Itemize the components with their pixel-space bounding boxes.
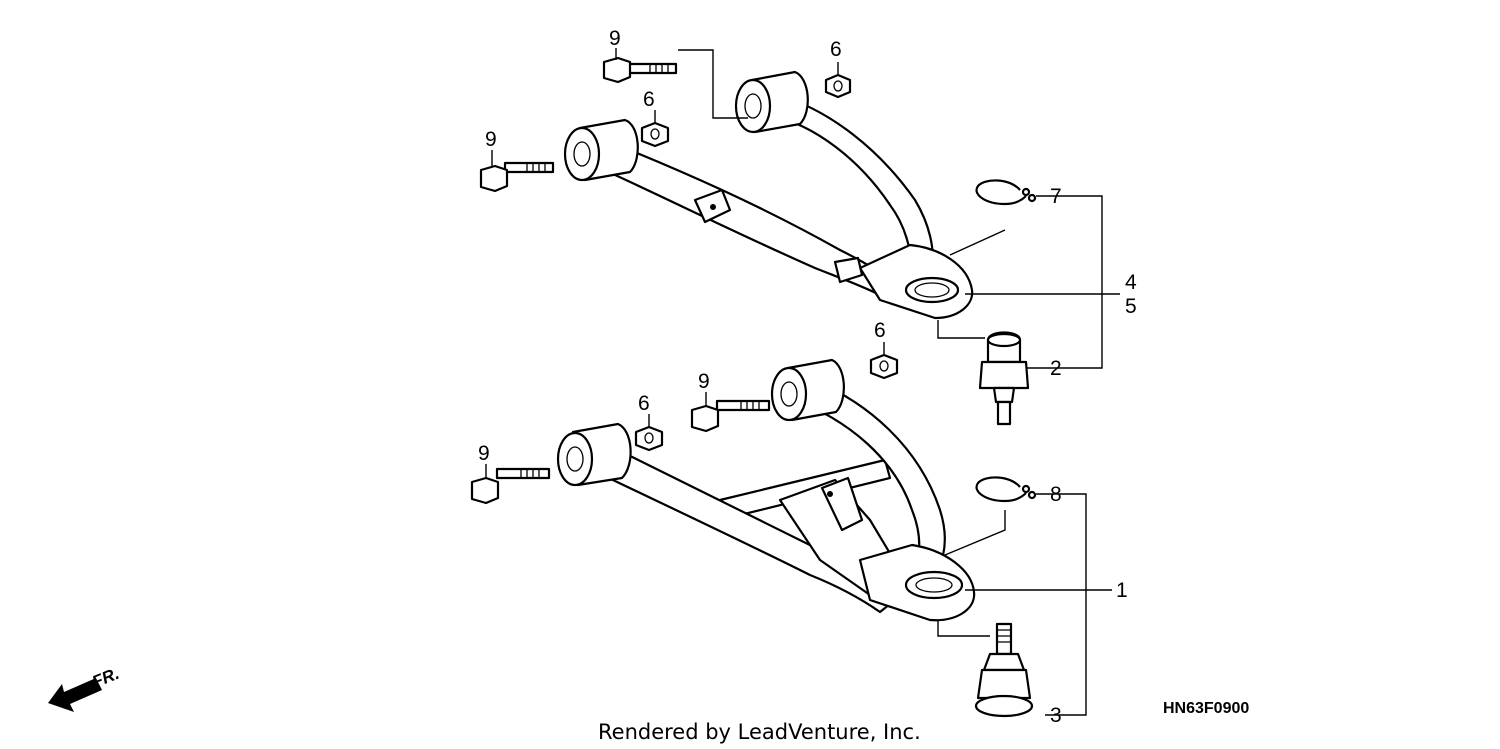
callout-9: 9 <box>609 27 621 50</box>
bolt-thread <box>649 64 669 73</box>
nut-body <box>640 121 670 148</box>
lower-arm-rear-bushing <box>770 366 808 422</box>
render-credit: Rendered by LeadVenture, Inc. <box>598 720 921 744</box>
upper-arm <box>563 70 974 320</box>
bolt-shank <box>503 161 555 174</box>
lower-arm-mount-hole <box>827 491 833 497</box>
nut-lower-front <box>634 425 664 452</box>
upper-arm-socket-inner <box>914 282 950 298</box>
callout-2: 2 <box>1050 357 1062 380</box>
circlip-eye <box>1021 484 1031 494</box>
leader-bolt-to-bushing <box>678 49 748 119</box>
circlip-eye <box>1027 490 1037 500</box>
upper-arm-rear-bushing-bore <box>744 93 762 119</box>
callout-6: 6 <box>874 319 886 342</box>
nut-lower-rear <box>869 353 899 380</box>
nut-bore <box>879 360 889 372</box>
leader-lines <box>485 48 1120 716</box>
bolt-head <box>602 56 632 84</box>
callout-1: 1 <box>1116 579 1128 602</box>
ball-joint-lower <box>974 622 1034 718</box>
lower-arm-front-bushing <box>556 431 594 487</box>
bolt-upper-rear <box>602 56 678 84</box>
callout-3: 3 <box>1050 704 1062 727</box>
nut-bore <box>644 432 654 444</box>
ball-joint-neck <box>982 652 1026 672</box>
callout-9: 9 <box>478 442 490 465</box>
leader-circlip-to-arm <box>949 229 1006 256</box>
ball-joint-body <box>976 668 1032 700</box>
leader-socket-upper <box>937 320 985 339</box>
upper-arm-rear-bushing <box>734 78 772 134</box>
circlip-eye <box>1021 187 1031 197</box>
bolt-lower-rear <box>690 399 771 433</box>
upper-arm-tab <box>833 256 864 284</box>
circlip-lower <box>975 476 1037 503</box>
upper-arm-bracket-hole <box>710 204 716 210</box>
ball-joint-thread <box>997 629 1011 643</box>
ball-joint-base <box>974 694 1034 718</box>
circlip-ring <box>975 476 1027 503</box>
ball-joint-stud <box>995 622 1013 656</box>
ball-joint-neck <box>992 386 1016 404</box>
callout-9: 9 <box>485 128 497 151</box>
drawing-code: HN63F0900 <box>1163 700 1249 717</box>
bolt-thread <box>520 469 540 478</box>
leader-socket-lower <box>937 620 990 637</box>
callout-4: 4 <box>1125 271 1137 294</box>
front-direction-indicator: FR. <box>48 664 122 712</box>
nut-body <box>634 425 664 452</box>
bolt-upper-front <box>479 161 555 193</box>
nut-upper-rear <box>824 73 852 99</box>
upper-arm-front-bushing <box>563 126 601 182</box>
lower-arm-shock-mount <box>820 476 864 532</box>
ball-joint-stud <box>996 400 1012 426</box>
front-label: FR. <box>89 664 122 692</box>
nut-body <box>869 353 899 380</box>
bolt-head <box>470 476 500 505</box>
callouts: 9 6 6 9 7 4 5 6 2 9 6 9 8 1 3 <box>478 27 1137 727</box>
lower-arm-socket-inner <box>915 577 953 593</box>
bolt-thread <box>740 401 760 410</box>
circlip-ring <box>975 179 1027 206</box>
bolt-head <box>479 164 509 193</box>
ball-joint-top <box>986 332 1022 348</box>
callout-8: 8 <box>1050 483 1062 506</box>
ball-joint-upper <box>978 331 1030 426</box>
ball-joint-boot <box>978 360 1030 390</box>
callout-6: 6 <box>643 88 655 111</box>
bolt-lower-front <box>470 467 551 505</box>
bolt-shank <box>626 62 678 75</box>
lower-arm-front-bushing-bore <box>566 446 584 472</box>
callout-6: 6 <box>830 38 842 61</box>
nut-body <box>824 73 852 99</box>
lower-arm <box>556 358 976 622</box>
bolt-shank <box>715 399 771 412</box>
nut-bore <box>833 80 843 92</box>
leader-circlip-lower <box>944 510 1006 556</box>
leader-7-group <box>1036 195 1103 369</box>
bolt-thread <box>526 163 546 172</box>
nut-upper-front <box>640 121 670 148</box>
circlip-eye <box>1027 193 1037 203</box>
bolt-shank <box>495 467 551 480</box>
nut-bore <box>650 128 660 140</box>
callout-9: 9 <box>698 370 710 393</box>
leader-8-group <box>1036 493 1087 716</box>
callout-7: 7 <box>1050 185 1062 208</box>
upper-arm-ball-socket <box>904 276 960 304</box>
callout-6: 6 <box>638 392 650 415</box>
front-arrow-icon <box>48 678 102 712</box>
upper-arm-front-bushing-bore <box>573 141 591 167</box>
callout-5: 5 <box>1125 295 1137 318</box>
bolt-head <box>690 404 720 433</box>
lower-arm-rear-bushing-bore <box>780 381 798 407</box>
lower-arm-ball-socket <box>904 570 964 600</box>
circlip-upper <box>975 179 1037 206</box>
